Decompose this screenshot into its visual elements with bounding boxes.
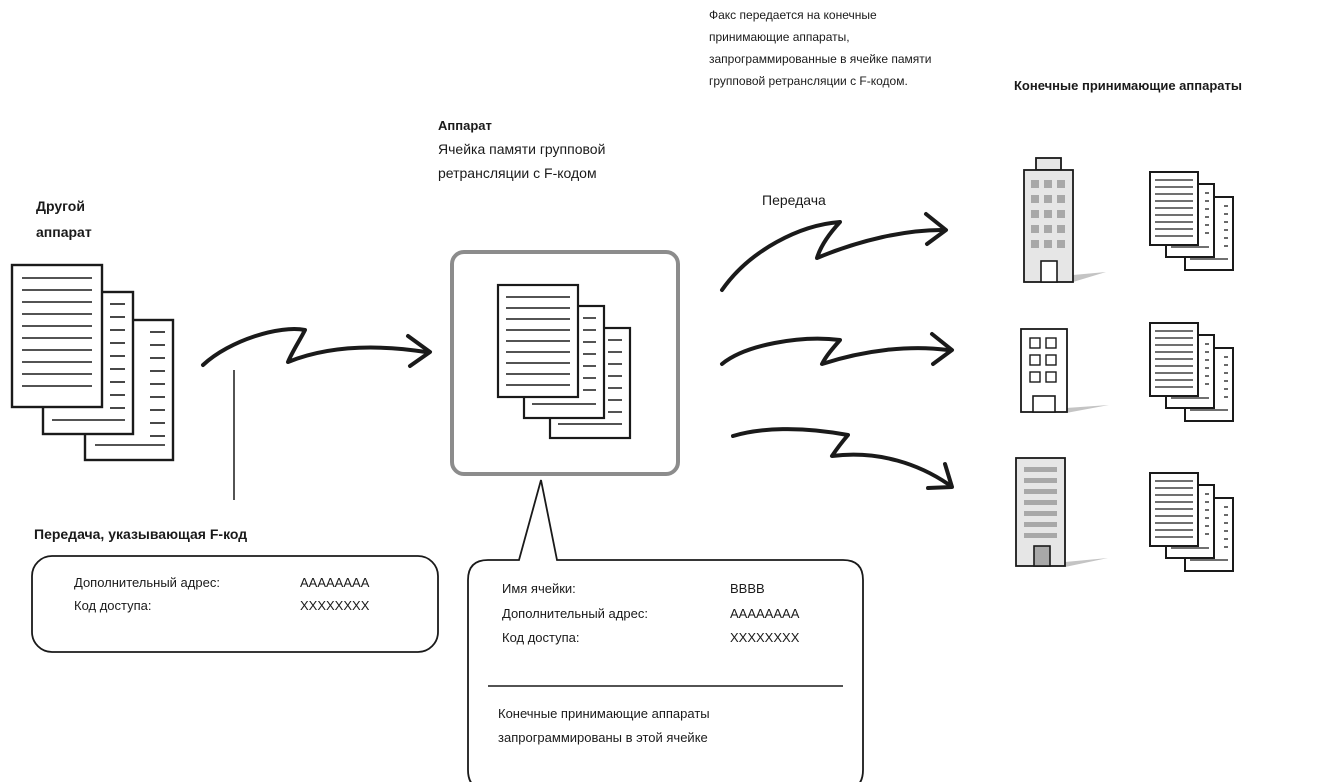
destination-document-stack-2-icon	[1149, 322, 1234, 422]
relay-note: Факс передается на конечные принимающие …	[709, 4, 931, 92]
destinations-title: Конечные принимающие аппараты	[1014, 78, 1242, 93]
box-row-label: Имя ячейки:	[502, 581, 576, 596]
machine-title: Аппарат	[438, 118, 492, 133]
box-note-line-2: запрограммированы в этой ячейке	[498, 730, 708, 745]
transmission-arrow-icon	[201, 327, 432, 368]
machine-subtitle-line-2: ретрансляции с F-кодом	[438, 165, 597, 181]
outgoing-arrow-1-icon	[720, 212, 948, 292]
relay-note-line-4: групповой ретрансляции с F-кодом.	[709, 74, 908, 88]
destination-document-stack-3-icon	[1149, 472, 1234, 572]
fcode-row-label: Код доступа:	[74, 598, 152, 613]
outgoing-arrow-2-icon	[720, 332, 954, 366]
source-title-line-1: Другой	[36, 198, 85, 214]
source-title-line-2: аппарат	[36, 224, 92, 240]
building-office-icon	[1020, 328, 1109, 413]
box-note-line-1: Конечные принимающие аппараты	[498, 706, 710, 721]
fcode-row-value: XXXXXXXX	[300, 598, 370, 613]
transmission-label: Передача	[762, 192, 826, 208]
relay-note-line-1: Факс передается на конечные	[709, 8, 877, 22]
box-row-value: BBBB	[730, 581, 765, 596]
machine-subtitle-line-1: Ячейка памяти групповой	[438, 141, 606, 157]
destination-document-stack-1-icon	[1149, 171, 1234, 271]
fcode-row-value: AAAAAAAA	[300, 575, 370, 590]
machine-label: Аппарат Ячейка памяти групповой ретрансл…	[438, 116, 605, 183]
box-row-value: XXXXXXXX	[730, 630, 800, 645]
relay-document-stack-icon	[496, 283, 632, 440]
fcode-row-label: Дополнительный адрес:	[74, 575, 220, 590]
source-document-stack-icon	[10, 263, 175, 462]
box-row-label: Дополнительный адрес:	[502, 606, 648, 621]
building-tall-icon	[1023, 157, 1106, 283]
box-row-value: AAAAAAAA	[730, 606, 800, 621]
fcode-info-box	[31, 555, 439, 653]
outgoing-arrow-3-icon	[731, 427, 954, 490]
building-apartment-icon	[1015, 457, 1108, 567]
relay-note-line-2: принимающие аппараты,	[709, 30, 850, 44]
source-machine-title: Другой аппарат	[36, 196, 92, 242]
relay-box-callout	[467, 479, 864, 782]
fcode-transmission-title: Передача, указывающая F-код	[34, 526, 248, 542]
relay-note-line-3: запрограммированные в ячейке памяти	[709, 52, 932, 66]
box-row-label: Код доступа:	[502, 630, 580, 645]
